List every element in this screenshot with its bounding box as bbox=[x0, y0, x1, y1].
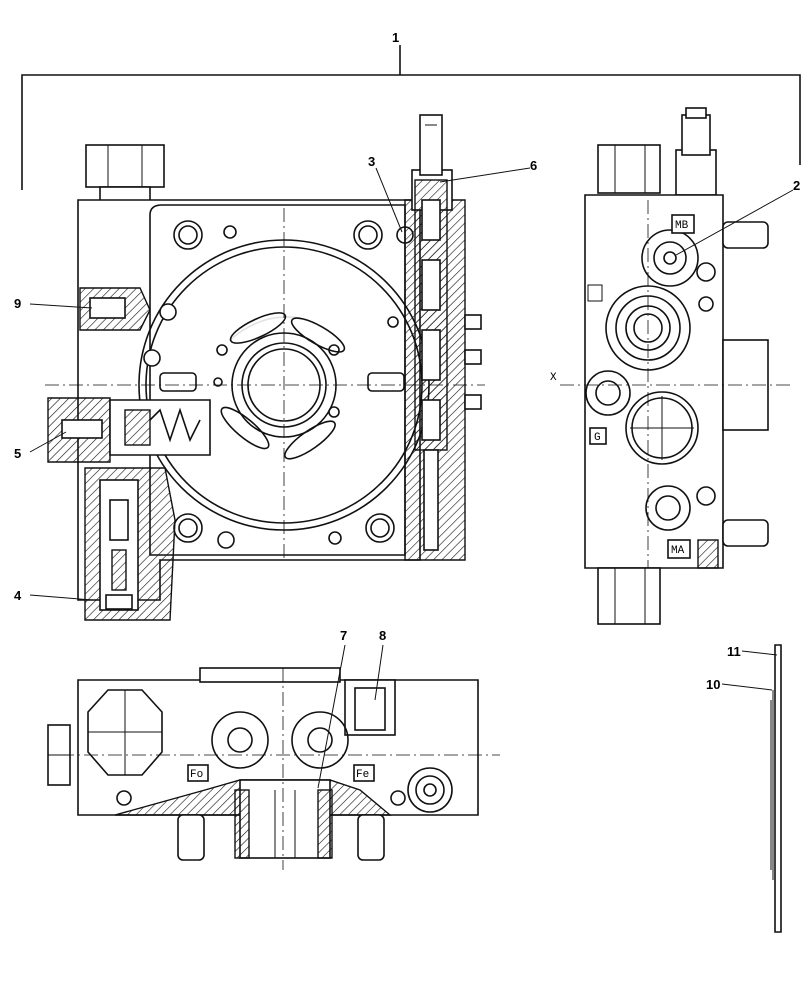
callout-4: 4 bbox=[14, 588, 22, 603]
callout-8: 8 bbox=[379, 628, 386, 643]
gasket-view bbox=[770, 644, 782, 933]
port-fo-text: Fo bbox=[190, 769, 203, 781]
port-label-mb: MB bbox=[671, 214, 695, 234]
port-x-text: X bbox=[550, 372, 557, 384]
port-label-g: G bbox=[589, 427, 607, 445]
callout-2: 2 bbox=[793, 178, 800, 193]
port-small-box bbox=[587, 284, 603, 302]
callout-7: 7 bbox=[340, 628, 347, 643]
leader-lines bbox=[29, 167, 794, 789]
callout-9: 9 bbox=[14, 296, 21, 311]
callout-10: 10 bbox=[706, 677, 720, 692]
callout-1: 1 bbox=[392, 30, 399, 45]
callout-6: 6 bbox=[530, 158, 537, 173]
port-mb-text: MB bbox=[675, 220, 689, 232]
port-label-fo: Fo bbox=[187, 764, 209, 782]
callout-5: 5 bbox=[14, 446, 21, 461]
callout-11: 11 bbox=[727, 644, 741, 659]
port-label-fe: Fe bbox=[353, 764, 375, 782]
callout-3: 3 bbox=[368, 154, 375, 169]
port-label-ma: MA bbox=[667, 539, 691, 559]
assembly-bracket bbox=[21, 45, 801, 190]
side-view bbox=[560, 107, 790, 625]
bottom-view bbox=[47, 667, 500, 870]
front-view bbox=[45, 114, 485, 621]
port-ma-text: MA bbox=[671, 545, 685, 557]
port-fe-text: Fe bbox=[356, 769, 369, 781]
port-g-text: G bbox=[594, 432, 601, 444]
